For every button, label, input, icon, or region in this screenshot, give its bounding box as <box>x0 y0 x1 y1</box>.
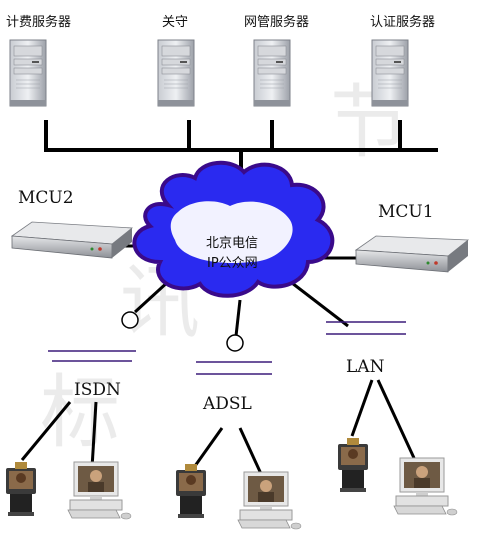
adsl-pc-icon <box>237 471 302 530</box>
lan-label: LAN <box>346 357 385 377</box>
billing-server-label: 计费服务器 <box>6 15 72 30</box>
cloud-label-line2: IP公众网 <box>207 256 258 271</box>
isdn-segment <box>46 350 140 362</box>
auth-server-icon <box>371 39 409 107</box>
server-bus <box>44 120 438 178</box>
mcu2-device-icon <box>10 221 134 259</box>
adsl-video-terminal-icon <box>176 464 206 518</box>
isdn-pc-icon <box>67 461 132 520</box>
network-mgmt-server-icon <box>253 39 291 107</box>
gatekeeper-label: 关守 <box>162 15 189 30</box>
svg-text:标: 标 <box>40 366 120 459</box>
network-mgmt-server-label: 网管服务器 <box>244 15 310 30</box>
lan-segment <box>320 321 410 335</box>
isdn-connector-node <box>121 311 139 329</box>
billing-server-icon <box>9 39 47 107</box>
isdn-video-terminal-icon <box>6 462 36 516</box>
gatekeeper-server-icon <box>157 39 195 107</box>
lan-pc-icon <box>393 457 458 516</box>
auth-server-label: 认证服务器 <box>370 15 436 30</box>
links <box>20 244 416 477</box>
cloud-label-line1: 北京电信 <box>206 236 259 251</box>
adsl-segment <box>190 361 278 375</box>
adsl-label: ADSL <box>203 394 252 414</box>
mcu2-label: MCU2 <box>18 188 74 208</box>
mcu1-label: MCU1 <box>378 202 434 222</box>
isdn-label: ISDN <box>74 380 121 400</box>
mcu1-device-icon <box>354 235 470 273</box>
lan-video-terminal-icon <box>338 438 368 492</box>
adsl-connector-node <box>226 334 244 352</box>
